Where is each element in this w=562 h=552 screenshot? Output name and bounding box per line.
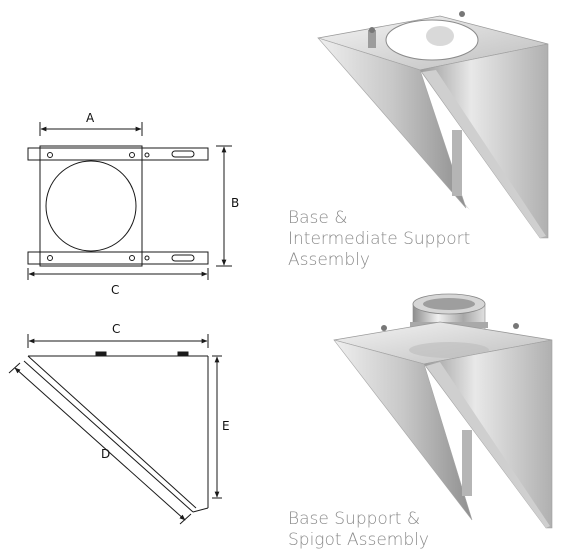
label-c-side: C [112,322,120,336]
label-c-top: C [111,283,119,297]
slot-top [171,150,195,158]
caption-top: Base & Intermediate Support Assembly [288,208,470,271]
caption-bottom: Base Support & Spigot Assembly [288,509,429,551]
caption-bottom-line-2: Spigot Assembly [288,530,429,550]
caption-bottom-line-1: Base Support & [288,509,421,529]
top-bracket-bar [27,147,209,161]
hole [129,152,135,158]
hole [144,152,150,158]
hole [129,255,135,261]
label-d: D [101,447,110,461]
hole [144,255,150,261]
flue-opening [45,160,137,252]
dim-c-top [27,268,209,280]
caption-top-line-2: Intermediate Support [288,229,471,249]
dim-b [216,145,232,267]
plate-top-view [27,145,209,267]
dim-c-side [27,334,209,348]
caption-top-line-1: Base & [288,208,348,228]
label-a: A [86,111,95,125]
label-b: B [231,196,239,210]
hole [47,255,53,261]
dim-a [39,122,143,136]
slot-bottom [171,254,195,262]
hole [47,152,53,158]
dim-e [212,355,222,499]
dim-d [8,362,192,525]
caption-top-line-3: Assembly [288,250,370,270]
base-support-spigot-image [333,293,553,529]
base-intermediate-support-image [317,11,549,239]
plate-outline [39,145,143,267]
bottom-bracket-bar [27,251,209,265]
label-e: E [222,419,230,433]
